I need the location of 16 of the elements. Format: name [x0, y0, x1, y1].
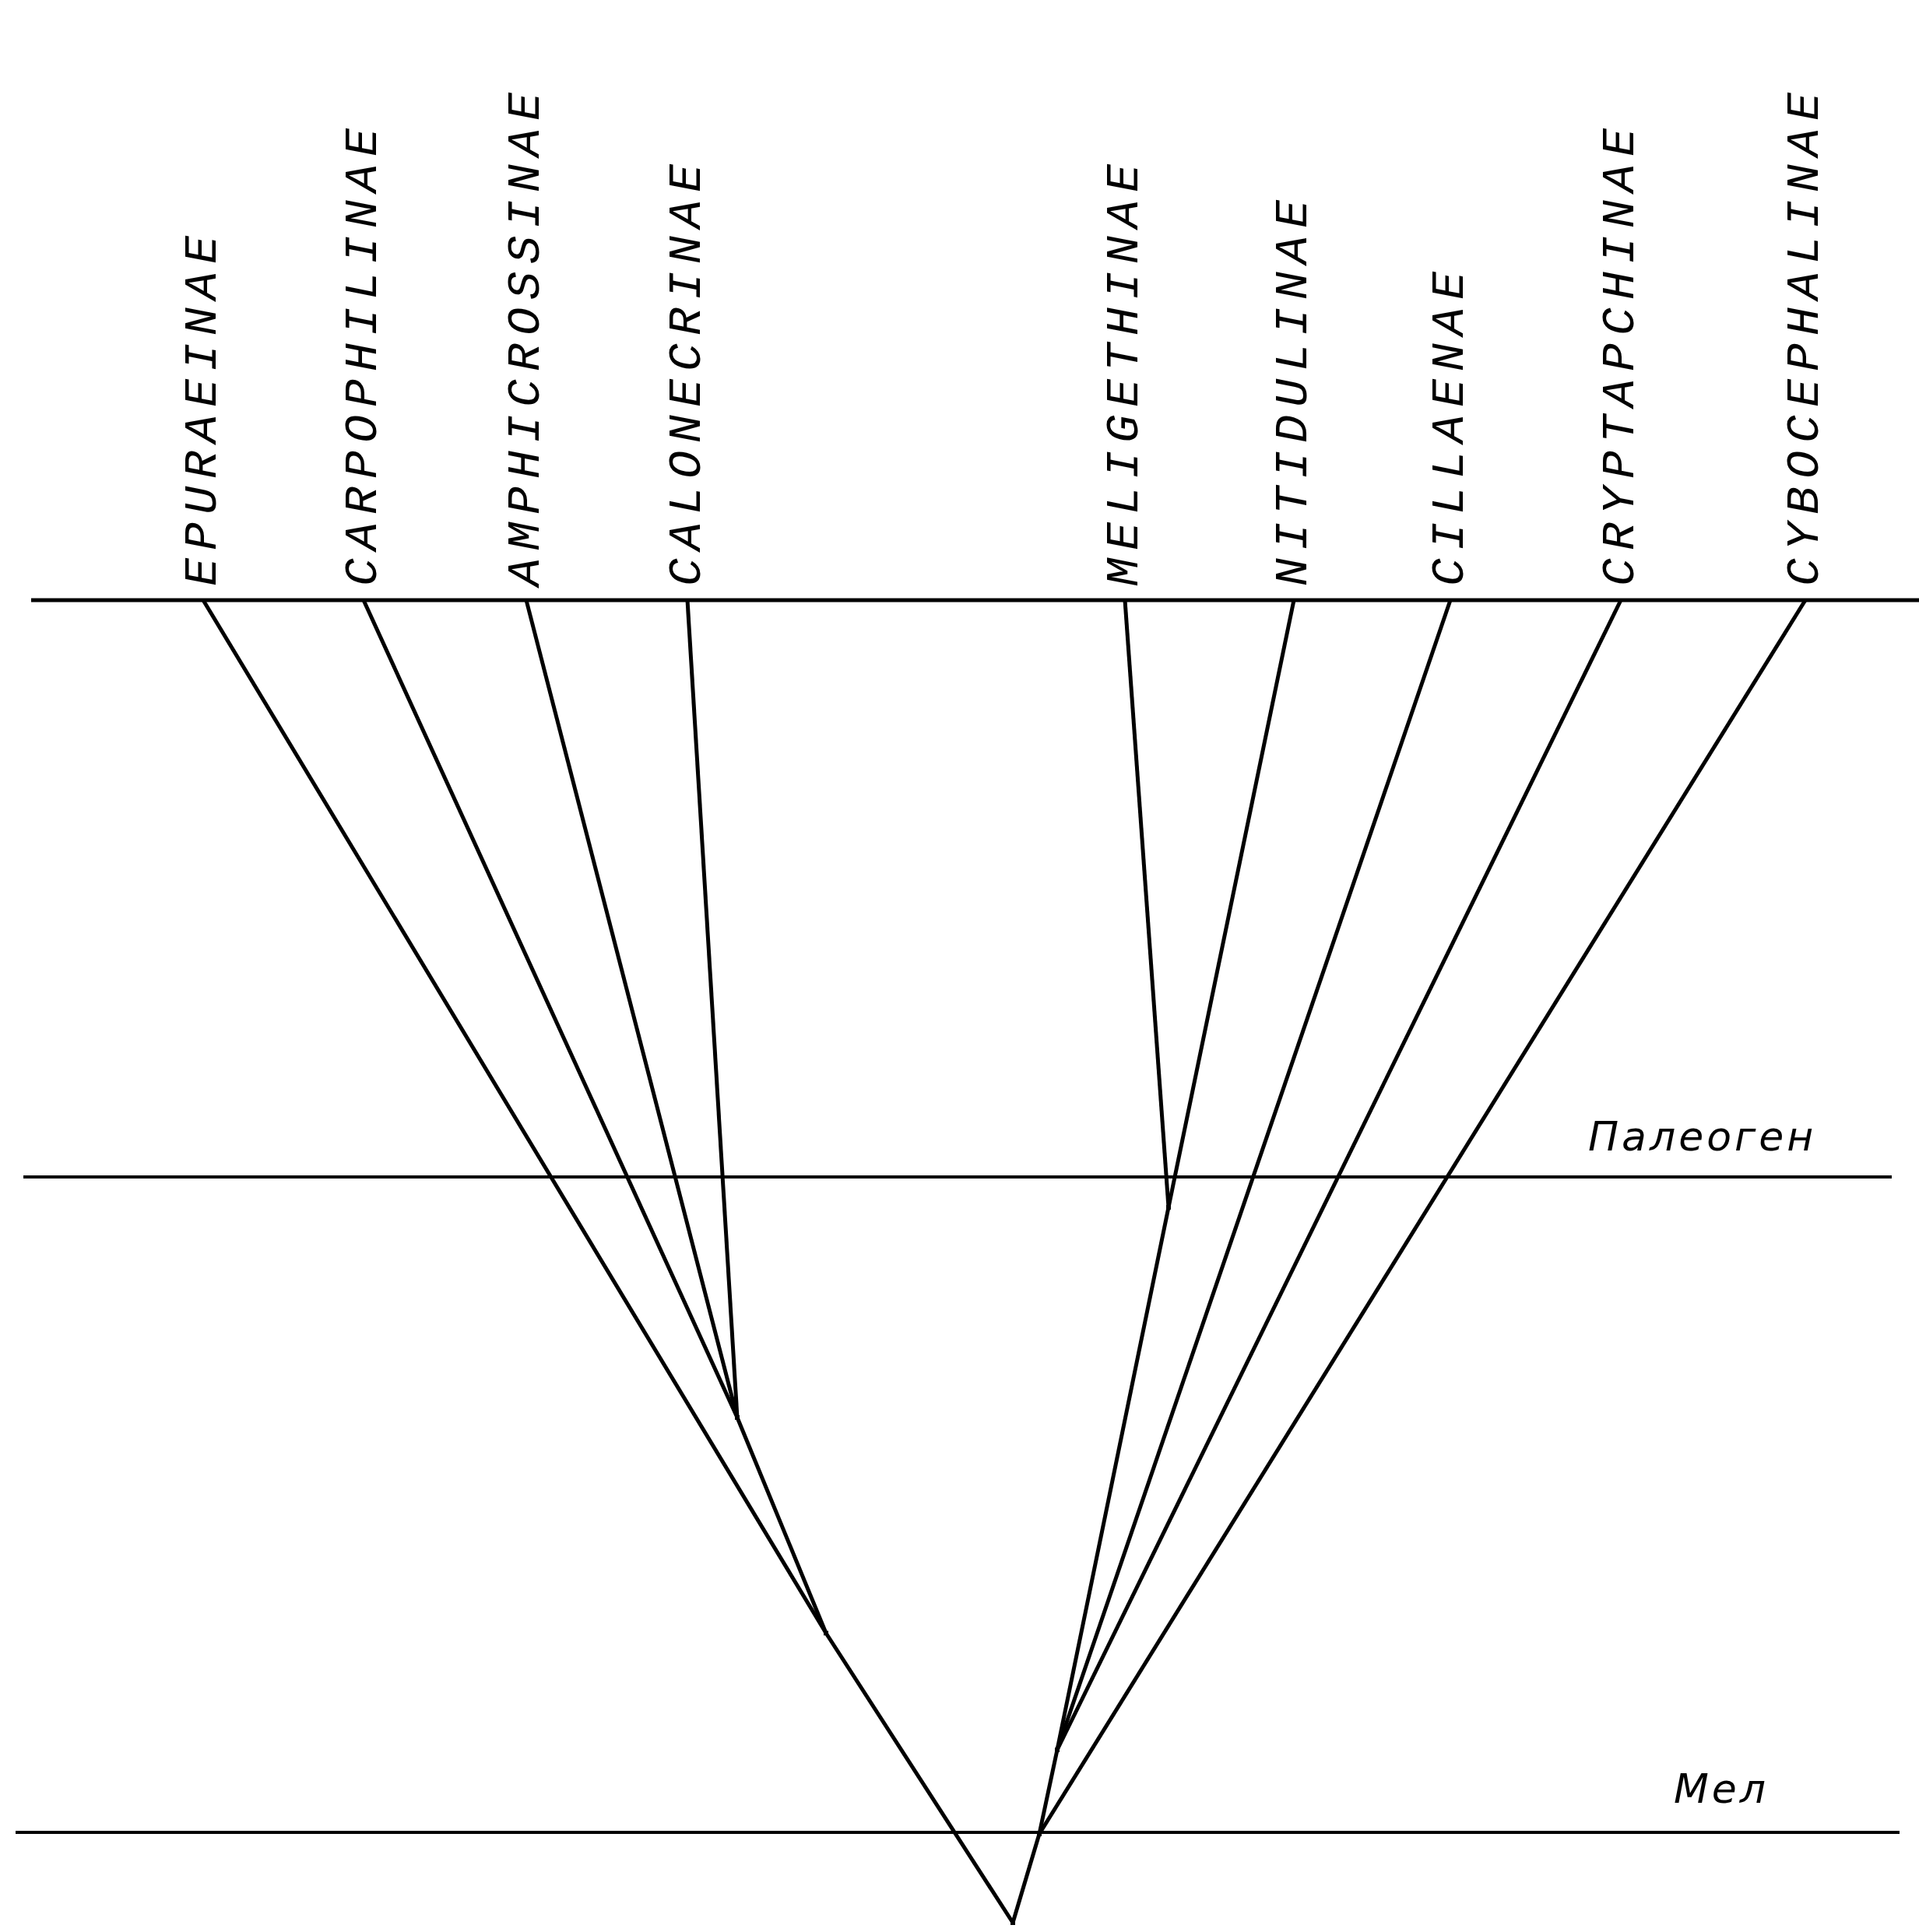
branch-point — [1037, 1832, 1042, 1836]
taxon-label: CARPOPHILINAE — [340, 120, 387, 600]
branch-point — [1010, 1920, 1015, 1925]
taxon-label: CRYPTAPCHINAE — [1597, 120, 1644, 600]
taxon-label: MELIGETHINAE — [1102, 156, 1148, 600]
taxon-label: CYBOCEPHALINAE — [1782, 84, 1829, 600]
taxon-label: CILLAENAE — [1427, 263, 1474, 600]
period-label: Палеоген — [1588, 1113, 1817, 1160]
taxon-label: CALONECRINAE — [664, 156, 711, 600]
branch-line — [735, 1417, 828, 1634]
branch-point — [824, 1631, 828, 1635]
taxon-label: NITIDULINAE — [1271, 191, 1317, 600]
taxon-label: AMPHICROSSINAE — [503, 84, 550, 600]
taxon-label: EPURAEINAE — [180, 227, 227, 600]
branch-point — [735, 1415, 740, 1420]
period-label: Мел — [1674, 1765, 1770, 1812]
